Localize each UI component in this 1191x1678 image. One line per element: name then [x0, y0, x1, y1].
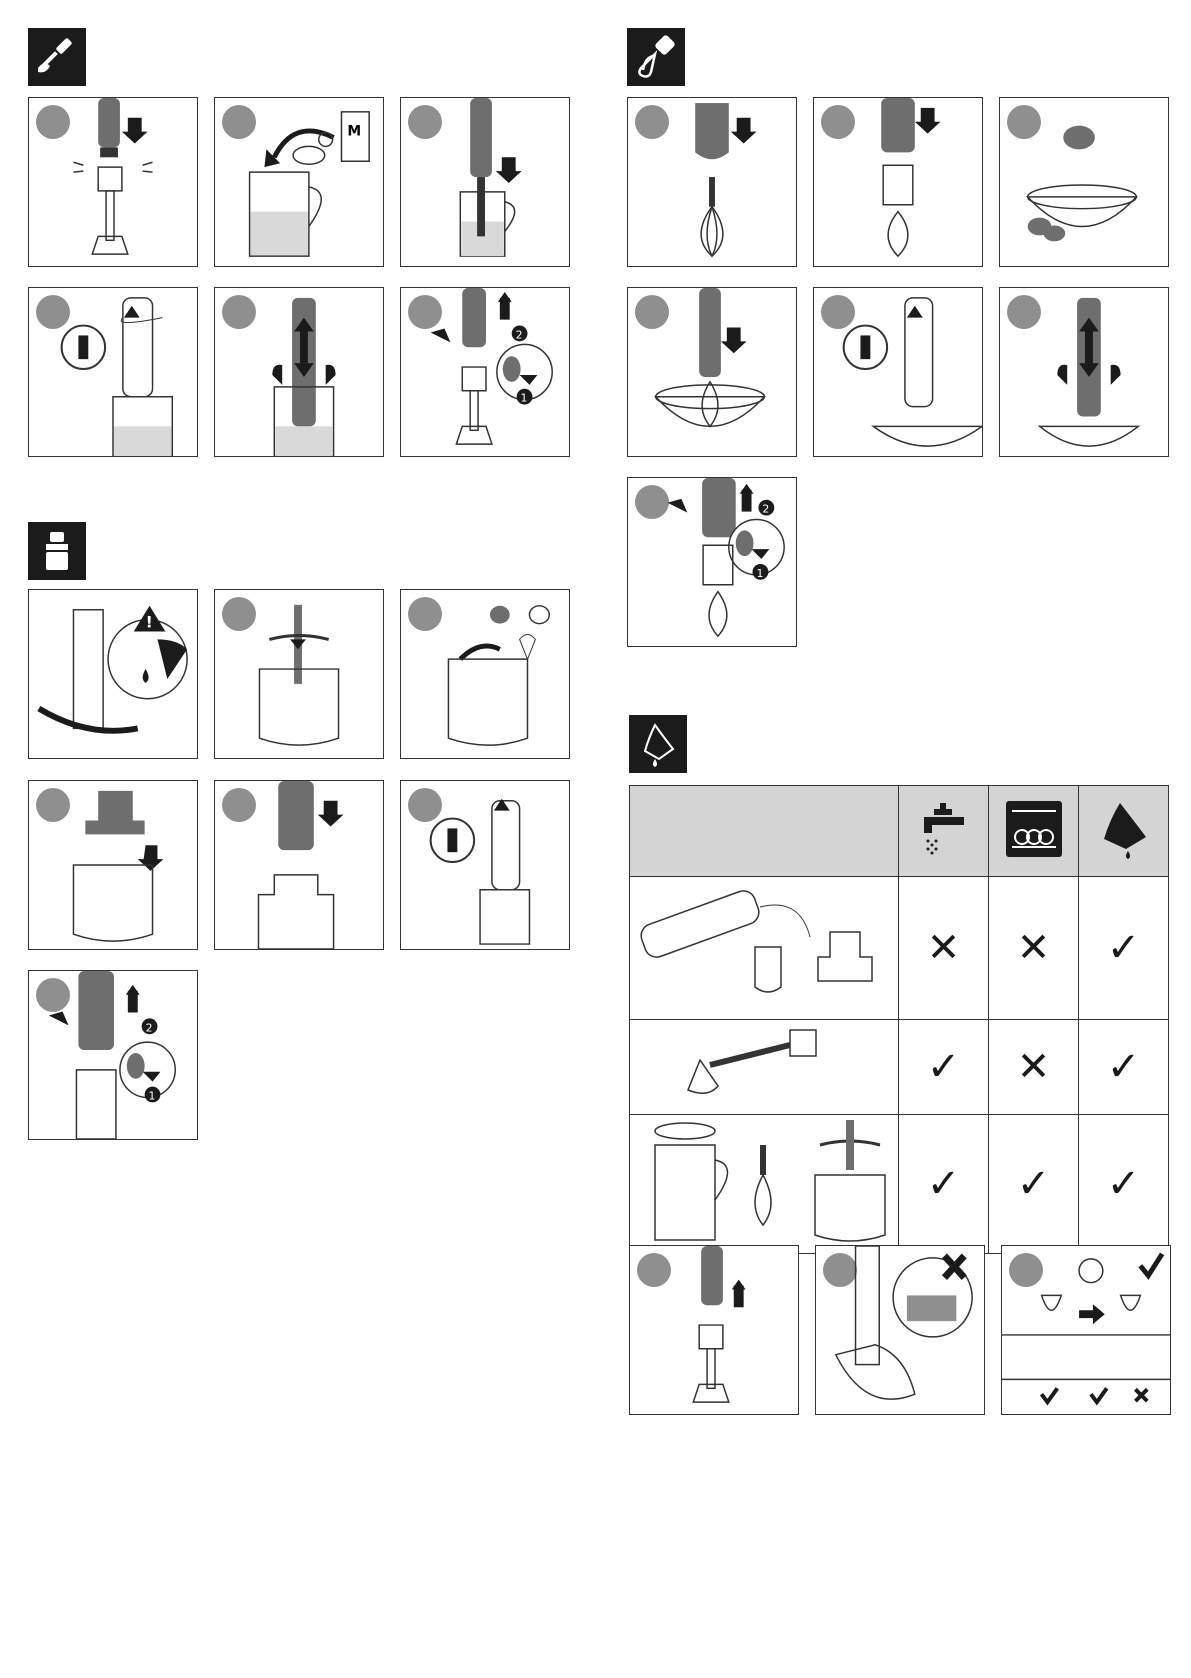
row3-tap-mark: ✓ — [899, 1115, 989, 1254]
row3-wipe-mark: ✓ — [1079, 1115, 1169, 1254]
row1-dishwasher-mark: ✕ — [989, 877, 1079, 1020]
lock-step-1-label: 1 — [756, 567, 763, 580]
whisk-step-1 — [627, 97, 797, 267]
row2-wipe-mark: ✓ — [1079, 1020, 1169, 1115]
chopper-step-1 — [214, 589, 384, 759]
blender-bar-illustration — [630, 1020, 899, 1115]
whisk-step-6 — [999, 287, 1169, 457]
whisk-step-3 — [999, 97, 1169, 267]
blender-step-3 — [400, 97, 570, 267]
row1-tap-mark: ✕ — [899, 877, 989, 1020]
blender-step-5 — [214, 287, 384, 457]
motor-unit-illustration — [630, 877, 899, 1020]
blender-step-2: M — [214, 97, 384, 267]
lock-step-2-label: 2 — [516, 328, 523, 341]
chopper-step-3 — [28, 780, 198, 950]
cleaning-section-icon — [629, 715, 687, 773]
chopper-step-5 — [400, 780, 570, 950]
chopper-warning-panel: ! — [28, 589, 198, 759]
row2-tap-mark: ✓ — [899, 1020, 989, 1115]
cleaning-step-1 — [629, 1245, 799, 1415]
cleaning-step-2 — [815, 1245, 985, 1415]
cleaning-step-3 — [1001, 1245, 1171, 1415]
whisk-step-2 — [813, 97, 983, 267]
dishwasher-icon — [989, 786, 1079, 877]
whisk-step-4 — [627, 287, 797, 457]
tap-water-icon — [899, 786, 989, 877]
row3-dishwasher-mark: ✓ — [989, 1115, 1079, 1254]
chopper-step-2 — [400, 589, 570, 759]
row1-wipe-mark: ✓ — [1079, 877, 1169, 1020]
lock-step-2-label: 2 — [146, 1021, 153, 1034]
whisk-section-icon — [627, 28, 685, 86]
blender-step-4 — [28, 287, 198, 457]
lock-step-1-label: 1 — [521, 392, 528, 405]
whisk-step-5 — [813, 287, 983, 457]
blender-section-icon — [28, 28, 86, 86]
milk-carton-label: M — [347, 124, 361, 140]
chopper-step-4 — [214, 780, 384, 950]
lock-step-2-label: 2 — [762, 503, 769, 516]
lock-step-1-label: 1 — [149, 1089, 156, 1102]
accessories-illustration — [630, 1115, 899, 1254]
cleaning-table: ✕ ✕ ✓ ✓ ✕ ✓ ✓ ✓ ✓ — [629, 785, 1169, 1254]
wipe-cloth-icon — [1079, 786, 1169, 877]
row2-dishwasher-mark: ✕ — [989, 1020, 1079, 1115]
cleaning-header-blank — [630, 786, 899, 877]
blender-step-1 — [28, 97, 198, 267]
chopper-section-icon — [28, 522, 86, 580]
warning-symbol: ! — [146, 613, 153, 632]
power-symbol-icon — [78, 335, 88, 359]
